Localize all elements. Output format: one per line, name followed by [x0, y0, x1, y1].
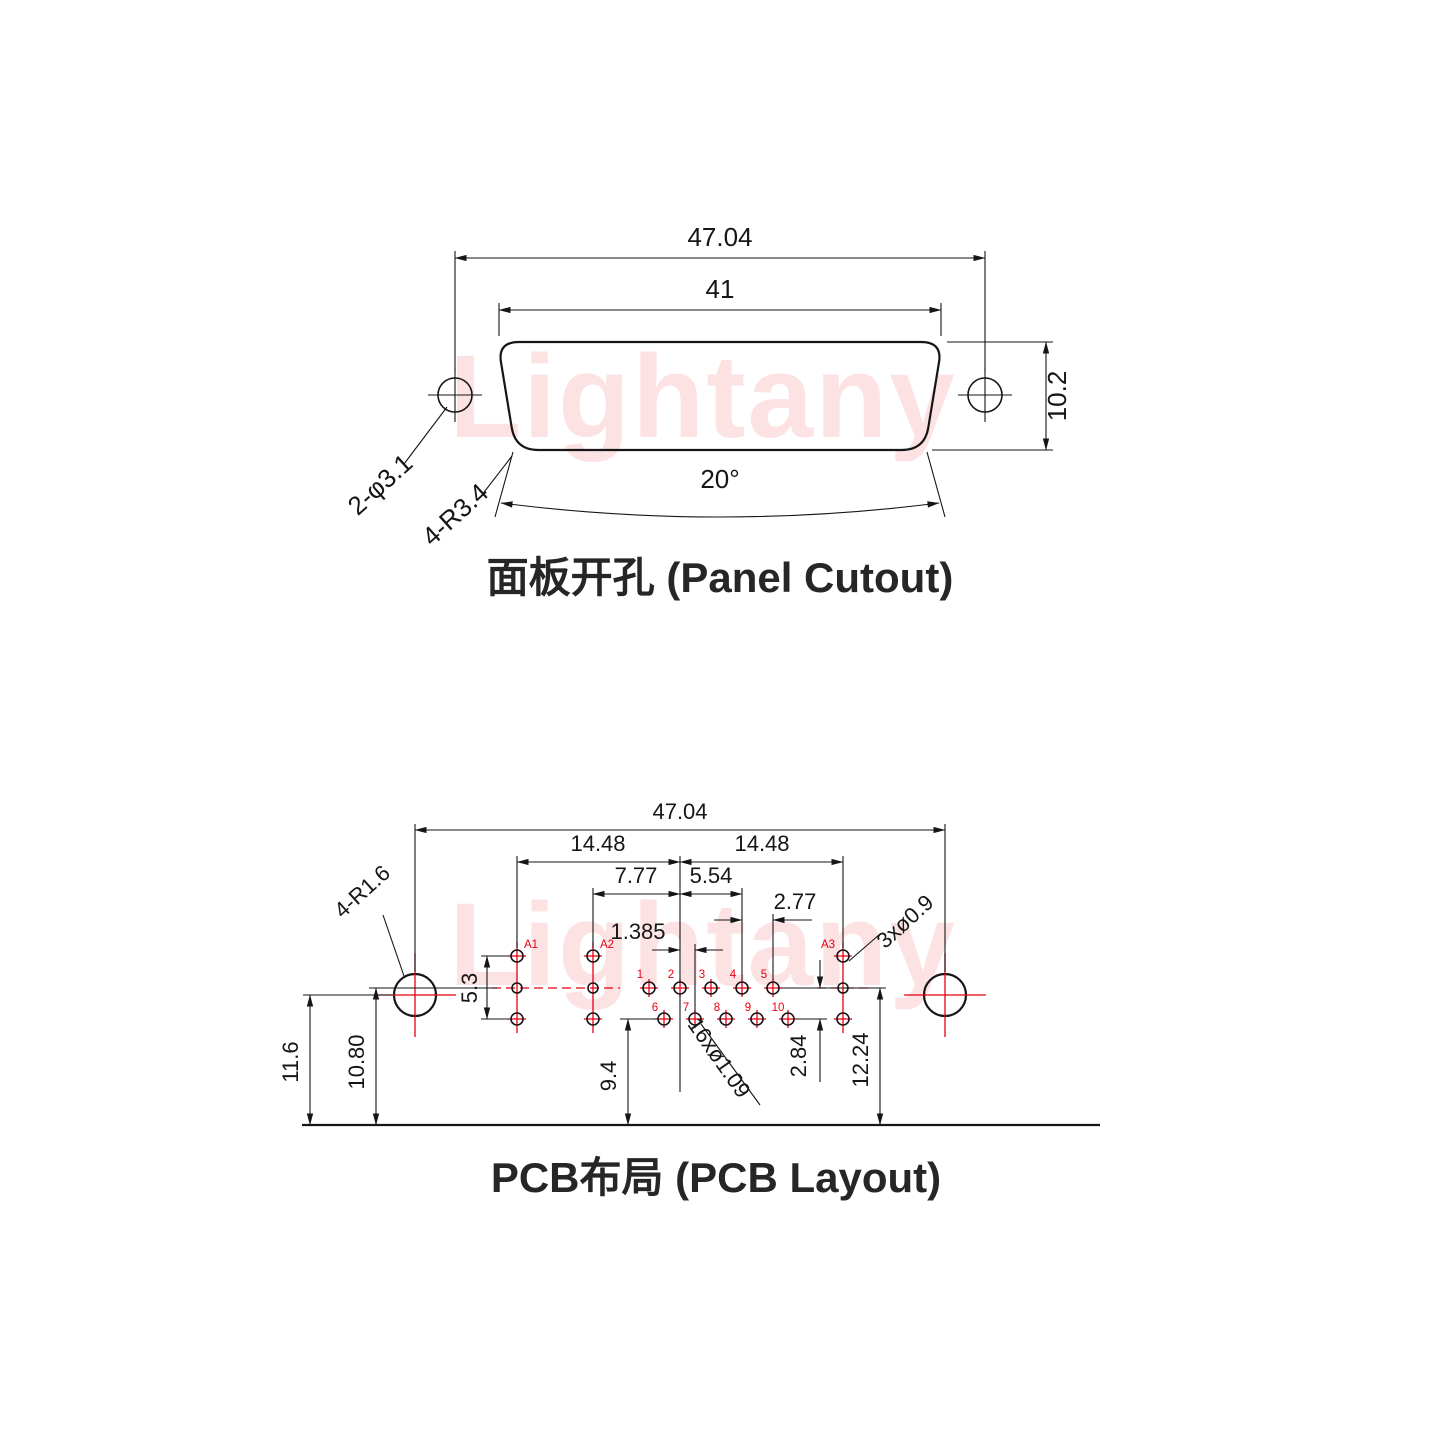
svg-text:9: 9 [745, 1002, 751, 1014]
svg-text:41: 41 [706, 274, 735, 304]
svg-text:A2: A2 [600, 939, 614, 951]
pin-hole-8: 8 [714, 1002, 735, 1028]
pin-hole-2: 2 [668, 969, 689, 997]
dim-coax-spans: 14.48 14.48 [516, 831, 844, 948]
svg-text:11.6: 11.6 [278, 1041, 303, 1082]
svg-text:14.48: 14.48 [570, 831, 625, 856]
svg-text:47.04: 47.04 [687, 222, 752, 252]
svg-text:6: 6 [652, 1002, 658, 1014]
svg-text:20°: 20° [700, 464, 739, 494]
svg-text:4-R3.4: 4-R3.4 [416, 477, 494, 552]
leader-signal-holes: 16xø1.09 [683, 1013, 761, 1106]
svg-text:2: 2 [668, 969, 674, 981]
svg-text:A3: A3 [821, 939, 835, 951]
pin-hole-9: 9 [745, 1002, 766, 1028]
pin-row-lower: 6 7 8 9 10 [652, 1002, 797, 1028]
pin-hole-7: 7 [683, 1002, 704, 1028]
svg-text:10.80: 10.80 [344, 1034, 369, 1089]
pin-hole-6: 6 [652, 1002, 673, 1028]
dim-lower-row-height: 9.4 [596, 1018, 657, 1126]
svg-text:4-R1.6: 4-R1.6 [329, 860, 395, 923]
pcb-layout-title: PCB布局 (PCB Layout) [491, 1154, 941, 1201]
svg-text:2.77: 2.77 [774, 889, 817, 914]
leader-mount-holes: 2-φ3.1 [342, 406, 448, 521]
svg-text:8: 8 [714, 1002, 720, 1014]
pin-hole-1: 1 [637, 969, 658, 997]
svg-text:10: 10 [772, 1002, 785, 1014]
svg-text:2-φ3.1: 2-φ3.1 [342, 448, 419, 521]
svg-text:5: 5 [761, 969, 767, 981]
leader-corner-radius: 4-R3.4 [416, 455, 513, 552]
connector-body-outline [499, 340, 941, 452]
svg-text:9.4: 9.4 [596, 1061, 621, 1092]
pin-row-upper: 1 2 3 4 5 [637, 969, 782, 997]
svg-text:10.2: 10.2 [1042, 371, 1072, 422]
mount-hole-left [428, 368, 482, 422]
svg-text:47.04: 47.04 [652, 799, 707, 824]
svg-text:16xø1.09: 16xø1.09 [683, 1013, 756, 1102]
coax-contact-a2: A2 [584, 939, 614, 1033]
dim-overall-width: 47.04 [414, 799, 946, 972]
dim-center-row-height: 10.80 [344, 987, 497, 1126]
dim-pin-pitch: 2.77 [714, 889, 816, 980]
svg-text:1.385: 1.385 [610, 919, 665, 944]
svg-text:3: 3 [699, 969, 705, 981]
svg-text:4: 4 [730, 969, 737, 981]
svg-text:5.54: 5.54 [690, 863, 733, 888]
dim-a2-center-pin4: 7.77 5.54 [592, 863, 743, 980]
pcb-layout-drawing: A1 A2 A3 1 [278, 799, 1100, 1201]
svg-text:12.24: 12.24 [848, 1032, 873, 1087]
panel-cutout-title: 面板开孔 (Panel Cutout) [487, 554, 954, 601]
svg-text:2.84: 2.84 [786, 1035, 811, 1078]
coax-contact-a1: A1 [508, 939, 538, 1033]
pin-hole-10: 10 [772, 1002, 797, 1028]
pin-hole-5: 5 [761, 969, 782, 997]
svg-text:14.48: 14.48 [734, 831, 789, 856]
dim-inner-width: 41 [498, 274, 942, 336]
pin-hole-4: 4 [730, 969, 751, 997]
watermark-bottom: Lightany [449, 879, 957, 1011]
mount-hole-right [958, 368, 1012, 422]
dim-outer-width: 47.04 [454, 222, 986, 372]
watermark-top: Lightany [449, 331, 957, 463]
dim-row-offset: 1.385 [610, 919, 723, 954]
svg-text:1: 1 [637, 969, 643, 981]
leader-mount-radius: 4-R1.6 [329, 860, 405, 977]
dim-height: 10.2 [932, 341, 1072, 451]
dim-draft-angle: 20° [494, 451, 946, 518]
svg-text:7.77: 7.77 [615, 863, 658, 888]
pin-hole-3: 3 [699, 969, 720, 997]
svg-text:A1: A1 [524, 939, 538, 951]
dim-upper-row-height: 12.24 [848, 987, 884, 1126]
dim-row-gap: 2.84 [781, 960, 886, 1082]
svg-text:7: 7 [683, 1002, 689, 1014]
